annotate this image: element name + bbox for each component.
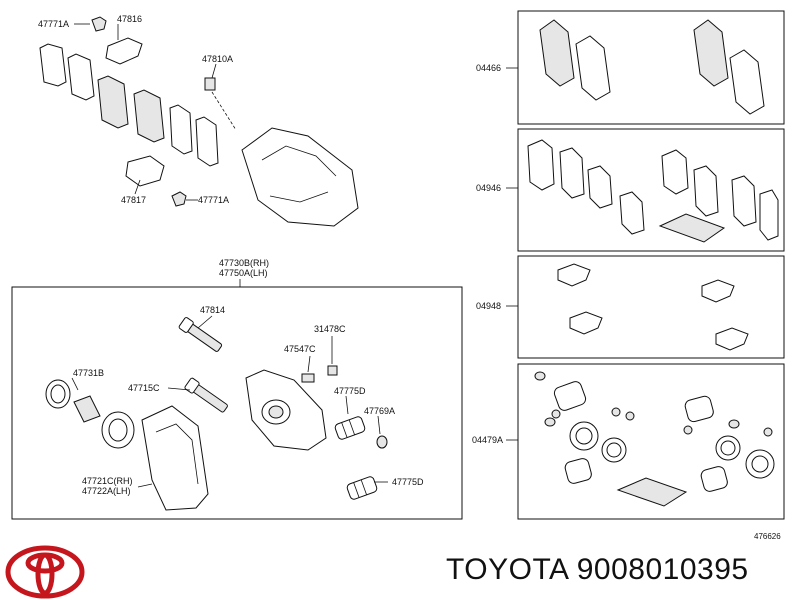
figure-code: 476626 — [754, 532, 781, 541]
callout-47817: 47817 — [121, 195, 146, 205]
kit-box-04479a — [517, 363, 785, 520]
callout-47775d-2: 47775D — [392, 477, 424, 487]
part-number-title: TOYOTA 9008010395 — [446, 553, 749, 586]
callout-47722a: 47722A(LH) — [82, 486, 131, 496]
shim-4 — [195, 116, 219, 167]
callout-47816: 47816 — [117, 14, 142, 24]
kit-box-04466 — [517, 10, 785, 125]
callout-47775d-1: 47775D — [334, 386, 366, 396]
clip-47771a-bottom — [171, 191, 187, 207]
kit-label-04466: 04466 — [476, 63, 501, 73]
bleeder-47810a — [204, 77, 216, 91]
callout-47771a-top: 47771A — [38, 19, 69, 29]
clip-47816 — [105, 37, 143, 65]
kit-04479a-seals — [534, 371, 775, 507]
callout-47750a: 47750A(LH) — [219, 268, 268, 278]
bleeder-47547c — [301, 373, 315, 383]
kit-04948-clips — [557, 263, 749, 351]
caliper-parts-box — [11, 286, 463, 520]
callout-47547c: 47547C — [284, 344, 316, 354]
pad-2 — [133, 89, 165, 143]
piston — [73, 395, 101, 423]
pad-1 — [97, 75, 129, 129]
shim-1 — [39, 43, 67, 87]
clip-47817 — [125, 155, 165, 187]
callout-47715c: 47715C — [128, 383, 160, 393]
clip-47771a-top — [91, 16, 107, 32]
shim-2 — [67, 53, 95, 101]
callout-31478c: 31478C — [314, 324, 346, 334]
shim-3 — [169, 104, 193, 155]
kit-label-04948: 04948 — [476, 301, 501, 311]
kit-04946-shims — [527, 139, 779, 243]
callout-47771a-bottom: 47771A — [198, 195, 229, 205]
cap-31478c — [327, 365, 338, 376]
pad-assembly-group — [39, 16, 359, 227]
kit-label-04946: 04946 — [476, 183, 501, 193]
callout-47731b: 47731B — [73, 368, 104, 378]
toyota-logo-icon — [5, 545, 85, 599]
caliper-upper — [241, 127, 359, 227]
boot-47775d-1 — [334, 416, 366, 440]
callout-47769a: 47769A — [364, 406, 395, 416]
bracket-47721c — [141, 405, 209, 511]
caliper-parts-group — [45, 315, 388, 511]
kit-box-04948 — [517, 255, 785, 359]
callout-47730b: 47730B(RH) — [219, 258, 269, 268]
callout-47810a: 47810A — [202, 54, 233, 64]
kit-04466-pads — [539, 19, 765, 115]
kit-label-04479a: 04479A — [472, 435, 503, 445]
callout-47721c: 47721C(RH) — [82, 476, 133, 486]
callout-47814: 47814 — [200, 305, 225, 315]
cap-47769a — [376, 435, 388, 449]
boot-47775d-2 — [346, 476, 378, 500]
kit-box-04946 — [517, 128, 785, 252]
